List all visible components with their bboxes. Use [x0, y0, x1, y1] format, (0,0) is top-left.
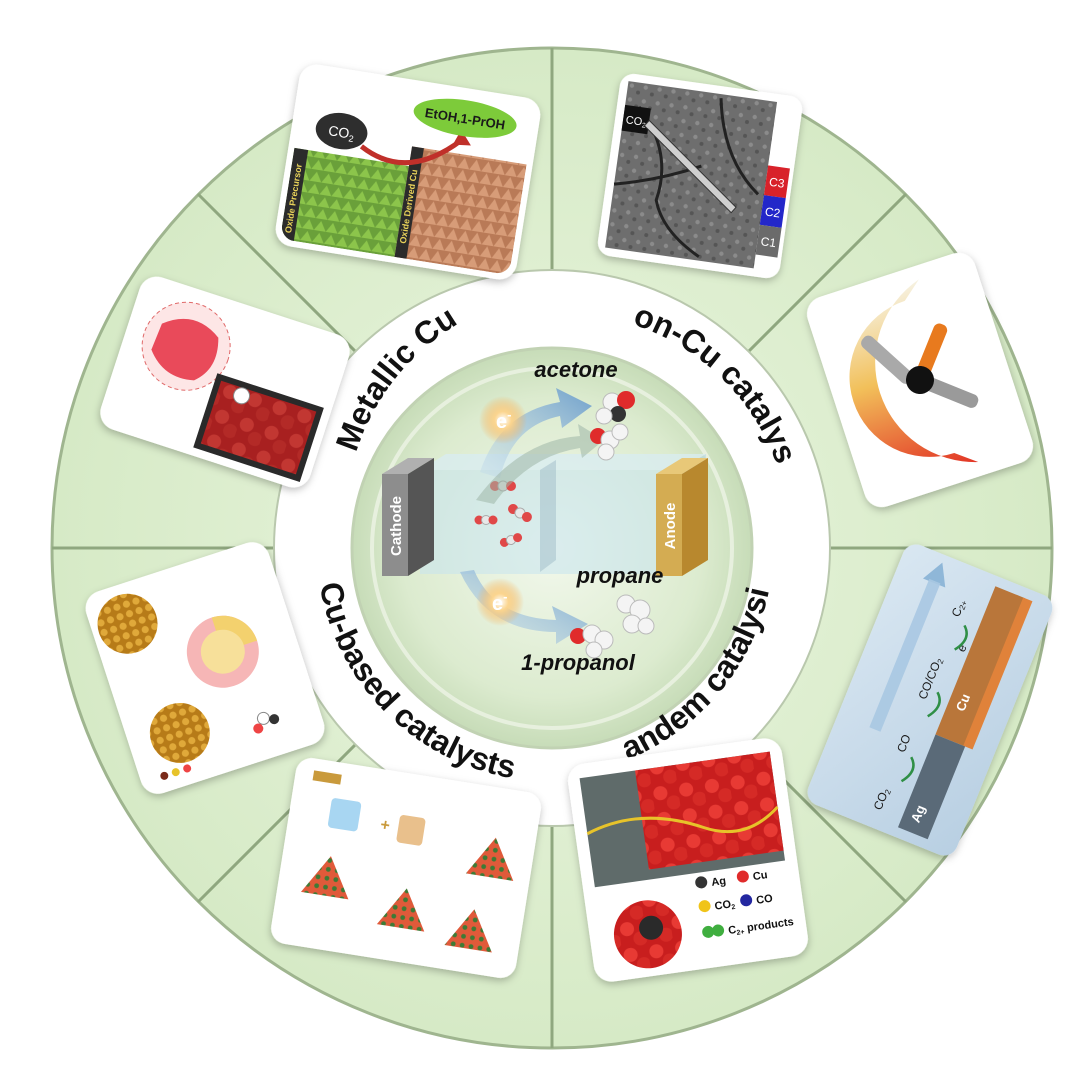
product-acetone: acetone [534, 357, 617, 382]
co2-label: CO2 [871, 785, 894, 812]
panel-sem-c-products: CO2 C3 C2 C1 [597, 73, 803, 279]
cathode-label: Cathode [388, 496, 405, 556]
product-bubble [413, 98, 517, 138]
electrolyzer: Cathode Anode [382, 454, 708, 576]
legend-co2: CO2 [714, 898, 736, 914]
acetone-molecule-2 [590, 423, 629, 461]
c1-block [755, 224, 782, 258]
panel-core-shell [85, 542, 325, 794]
co-label: CO [894, 732, 914, 754]
c3-block [763, 165, 790, 199]
cu-label: Cu [953, 692, 973, 714]
electron-top: e- [496, 407, 511, 433]
lower-arrow [460, 570, 588, 644]
electron-glow-bottom [476, 578, 524, 626]
electron-bottom: e- [492, 589, 507, 615]
c1-label: C1 [760, 234, 777, 250]
panel-ag-cu-tandem: Ag Cu CO2 CO C2+products [568, 738, 808, 982]
svg-text:+: + [379, 817, 391, 835]
legend-ag: Ag [711, 875, 727, 889]
co2-bubble [315, 112, 368, 150]
product-1-propanol: 1-propanol [521, 650, 636, 675]
c2-label: C2 [764, 204, 781, 220]
product-propane: propane [576, 563, 664, 588]
legend-cu: Cu [752, 869, 768, 883]
propanol-molecule [570, 624, 614, 659]
inner-disc-ring [370, 366, 734, 730]
c2-label: C2+ [949, 597, 970, 619]
c3-label: C3 [768, 175, 785, 191]
panel-synthesis: + [271, 758, 541, 978]
co2-label: CO2 [327, 122, 356, 144]
mid-arrow [476, 424, 604, 504]
anode-front [656, 474, 682, 576]
acetone-molecule [595, 391, 635, 425]
panel-oxide-derived-cu: CO2 EtOH,1-PrOH Oxide Precursor Oxide De… [275, 64, 541, 280]
ag-label: Ag [908, 803, 928, 825]
panel-cascade-electrode: Ag Cu CO2 CO CO/CO2 C2+ e [807, 544, 1053, 856]
electron-glow-top [479, 396, 527, 444]
e-label: e [954, 642, 970, 654]
anode-label: Anode [662, 503, 679, 550]
propane-molecule [616, 594, 655, 635]
co2-label: CO2 [625, 114, 647, 130]
c2-block [759, 195, 786, 228]
panel-selectivity-gauge [806, 252, 1034, 508]
legend-co: CO [756, 893, 774, 907]
panel-cu-nanoparticles [100, 276, 350, 488]
cathode-front [382, 474, 408, 576]
upper-arrow [480, 388, 592, 478]
